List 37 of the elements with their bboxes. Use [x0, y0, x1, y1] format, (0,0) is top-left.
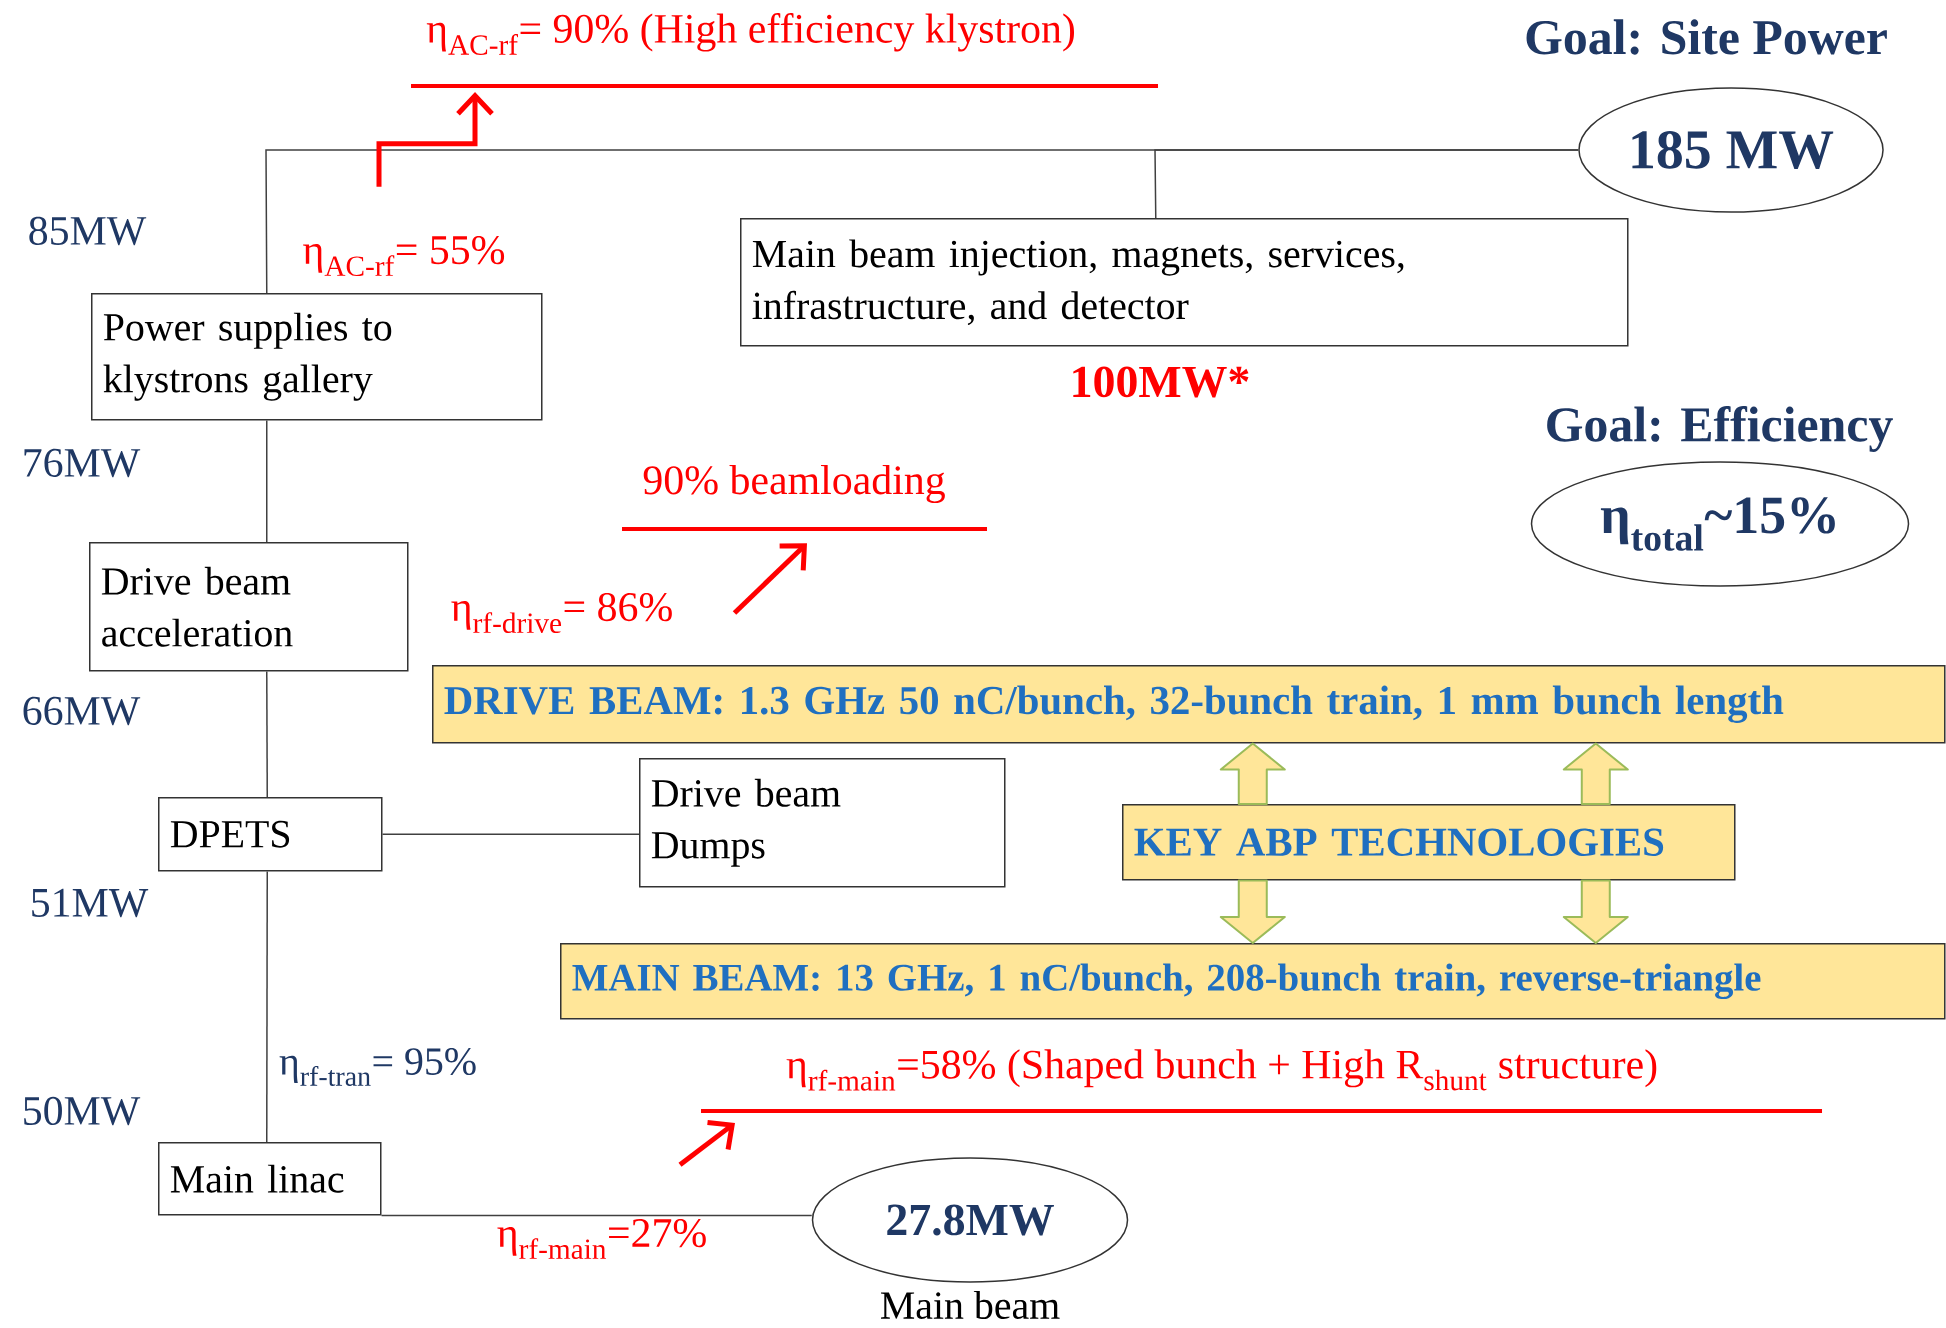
- power-label: 85MW: [29, 216, 147, 246]
- parameter-band: MAIN BEAM: 13 GHz, 1 nC/bunch, 208-bunch train, reverse-triangle: [560, 943, 1946, 1020]
- efficiency-label: η$_{rf-main}$=27%: [497, 1218, 706, 1260]
- block-arrow: [1219, 879, 1286, 944]
- caption-label: Main beam: [880, 1291, 1060, 1319]
- connector-line: [266, 870, 268, 1143]
- connector-line: [1154, 149, 1579, 219]
- efficiency-label: η$_{rf-main}$=58% (Shaped bunch + High R$_{shunt}$ structure): [786, 1049, 1657, 1091]
- power-label: 51MW: [32, 888, 149, 918]
- power-label: 76MW: [24, 448, 141, 478]
- process-box: Drive beam acceleration: [89, 542, 409, 672]
- connector-line: [381, 833, 640, 835]
- efficiency-label: η$_{AC-rf}$= 55%: [303, 235, 505, 277]
- block-arrow: [1562, 742, 1629, 805]
- arrow: [376, 92, 494, 187]
- efficiency-label: η$_{rf-drive}$= 86%: [451, 592, 672, 634]
- parameter-band: KEY ABP TECHNOLOGIES: [1122, 804, 1736, 881]
- value-label: 100MW*: [1073, 366, 1249, 398]
- process-box: Power supplies to klystrons gallery: [91, 293, 543, 421]
- block-arrow: [1562, 879, 1629, 944]
- parameter-band: DRIVE BEAM: 1.3 GHz 50 nC/bunch, 32-bunch train, 1 mm bunch length: [432, 665, 1946, 744]
- goal-heading: Goal: Site Power: [1526, 19, 1887, 55]
- connector-line: [380, 1214, 813, 1217]
- process-box: Drive beam Dumps: [639, 758, 1006, 888]
- goal-heading: Goal: Efficiency: [1547, 406, 1893, 452]
- efficiency-label: 90% beamloading: [643, 464, 945, 504]
- efficiency-label: η$_{rf-tran}$= 95%: [279, 1048, 476, 1086]
- efficiency-label: η$_{AC-rf}$= 90% (High efficiency klystron): [426, 13, 1074, 55]
- power-label: 50MW: [24, 1096, 141, 1126]
- process-box: DPETS: [158, 797, 383, 872]
- connector-line: [266, 419, 268, 543]
- process-box: Main linac: [158, 1142, 382, 1216]
- connector-line: [266, 670, 268, 798]
- power-label: 66MW: [23, 696, 141, 726]
- block-arrow: [1219, 742, 1286, 805]
- arrow: [732, 543, 807, 615]
- process-box: Main beam injection, magnets, services, infrastructure, and detector: [740, 218, 1629, 347]
